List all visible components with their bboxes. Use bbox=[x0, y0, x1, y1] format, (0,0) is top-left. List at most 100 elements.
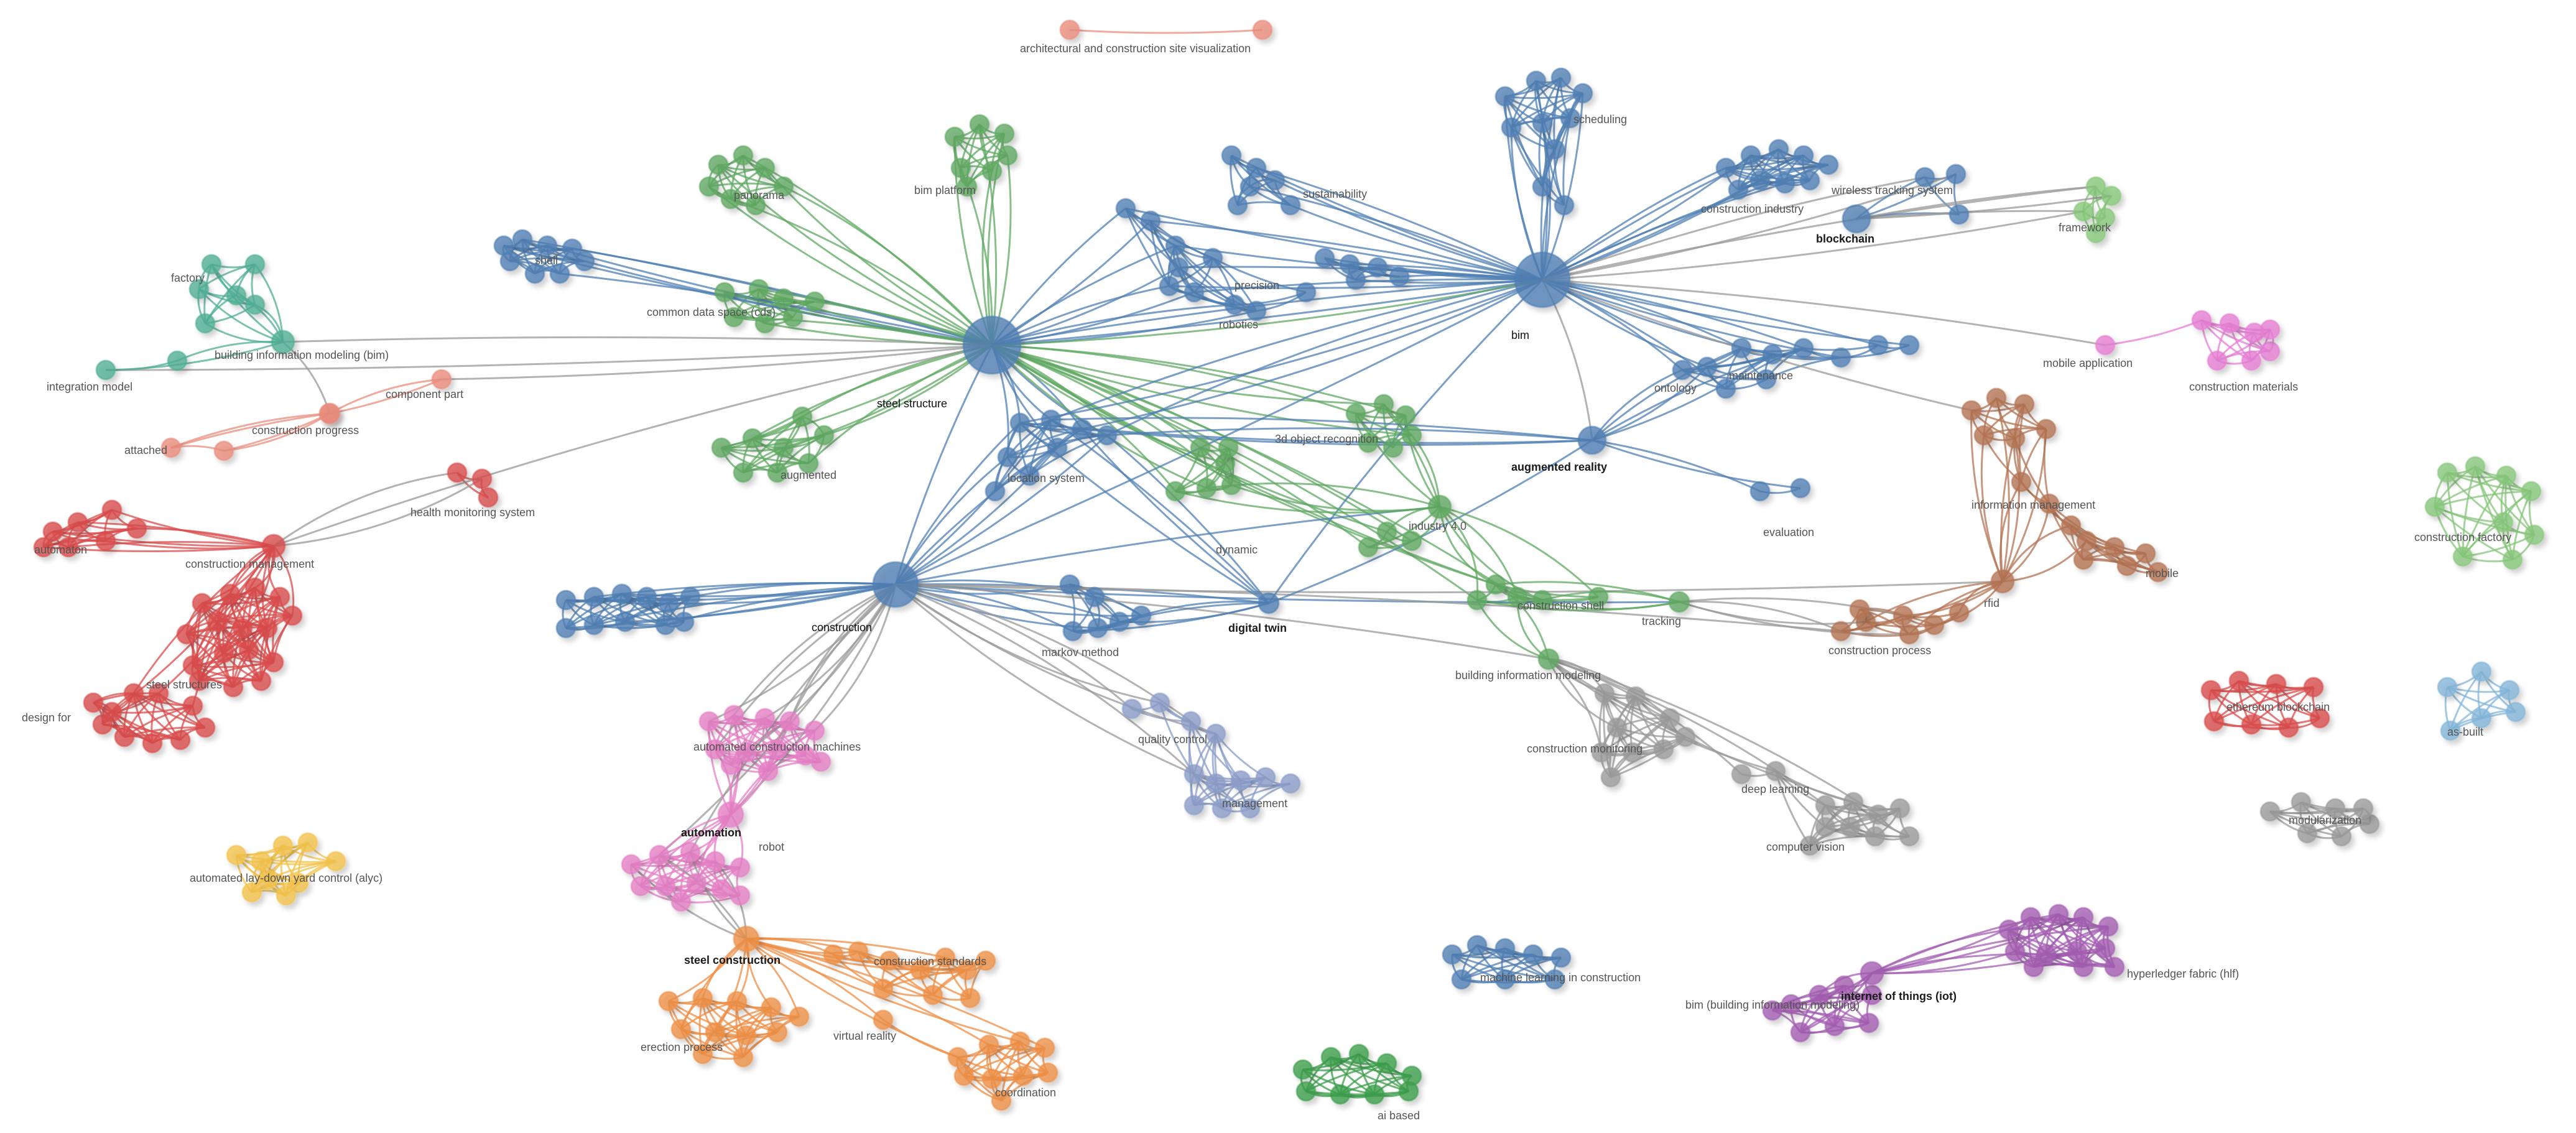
quality-node-10[interactable] bbox=[1239, 798, 1261, 819]
sustainability-node-1[interactable] bbox=[1246, 157, 1267, 178]
steel-structures-node-10[interactable] bbox=[238, 639, 259, 660]
augmented-node-7[interactable] bbox=[733, 462, 754, 483]
panorama-node-3[interactable] bbox=[773, 176, 794, 197]
augmented-node-2[interactable] bbox=[773, 437, 794, 458]
yard-node-8[interactable] bbox=[241, 882, 262, 903]
hyperledger-node-0[interactable] bbox=[1998, 919, 2019, 940]
as-built-node-0[interactable] bbox=[2437, 677, 2458, 698]
cons-blue-node-10[interactable] bbox=[674, 611, 695, 632]
steel-structures-node-4[interactable] bbox=[282, 605, 303, 626]
hub-node-bimf[interactable] bbox=[271, 330, 295, 354]
bim-building-node-0[interactable] bbox=[1781, 994, 1802, 1015]
viz-node-0[interactable] bbox=[1059, 19, 1080, 40]
blockchain-node-2[interactable] bbox=[1768, 139, 1789, 160]
blockchain-node-3[interactable] bbox=[1793, 145, 1814, 166]
virtual-reality-node-2[interactable] bbox=[978, 1034, 999, 1055]
steel-structures-node-3[interactable] bbox=[269, 586, 290, 608]
framework-node-3[interactable] bbox=[2095, 207, 2116, 228]
bim-building-node-1[interactable] bbox=[1809, 984, 1830, 1006]
yard-node-4[interactable] bbox=[325, 851, 346, 872]
cons-mgmt-node-2[interactable] bbox=[101, 499, 123, 520]
markov-node-1[interactable] bbox=[1087, 617, 1108, 639]
construction-factory-node-2[interactable] bbox=[2496, 465, 2517, 486]
design-for-node-6[interactable] bbox=[142, 733, 163, 754]
sustainability-node-3[interactable] bbox=[1239, 176, 1261, 197]
scheduling-node-4[interactable] bbox=[1560, 108, 1581, 129]
steel-structures-node-13[interactable] bbox=[223, 677, 244, 698]
panorama-node-5[interactable] bbox=[720, 188, 741, 210]
panorama-node-0[interactable] bbox=[708, 154, 729, 175]
ontology-node-3[interactable] bbox=[1762, 344, 1783, 365]
machine-learning-node-1[interactable] bbox=[1466, 935, 1488, 956]
robot-node-3[interactable] bbox=[705, 851, 726, 872]
ethereum-node-4[interactable] bbox=[2203, 711, 2225, 732]
bim-building-node-2[interactable] bbox=[1833, 975, 1855, 996]
design-for-node-3[interactable] bbox=[182, 695, 203, 716]
object-recognition-node-0[interactable] bbox=[1345, 403, 1366, 424]
construction-factory-node-7[interactable] bbox=[2502, 549, 2523, 570]
wireless-node-2[interactable] bbox=[1948, 204, 1970, 225]
erection-node-5[interactable] bbox=[670, 1019, 692, 1040]
hub-node-rfid[interactable] bbox=[1990, 569, 2015, 594]
steel-structures-node-15[interactable] bbox=[176, 624, 197, 645]
virtual-reality-node-6[interactable] bbox=[981, 1068, 1003, 1089]
scheduling-node-9[interactable] bbox=[1554, 195, 1575, 216]
shell-node-4[interactable] bbox=[574, 251, 595, 272]
health-node-2[interactable] bbox=[478, 487, 499, 508]
bim-building-node-6[interactable] bbox=[1858, 1012, 1879, 1034]
bim-platform-node-6[interactable] bbox=[957, 176, 978, 197]
auto-machines-node-2[interactable] bbox=[754, 708, 776, 729]
augmented-node-3[interactable] bbox=[798, 453, 819, 474]
monitoring-node-7[interactable] bbox=[1600, 767, 1621, 788]
precision-node-4[interactable] bbox=[1345, 269, 1366, 290]
blockchain-node-5[interactable] bbox=[1749, 170, 1771, 191]
ar-green-node-0[interactable] bbox=[1358, 537, 1379, 558]
cons-standards-node-8[interactable] bbox=[922, 984, 943, 1006]
ethereum-node-5[interactable] bbox=[2241, 714, 2262, 735]
cons-standards-node-9[interactable] bbox=[960, 987, 981, 1009]
ai-based-node-6[interactable] bbox=[1330, 1084, 1351, 1105]
cons-mgmt-node-5[interactable] bbox=[58, 537, 79, 558]
robot-node-9[interactable] bbox=[670, 891, 692, 912]
object-recognition-node-3[interactable] bbox=[1401, 425, 1422, 446]
cons-standards-node-2[interactable] bbox=[879, 950, 900, 971]
machine-learning-node-2[interactable] bbox=[1494, 938, 1516, 959]
virtual-reality-node-3[interactable] bbox=[1009, 1031, 1031, 1052]
monitoring-node-8[interactable] bbox=[1675, 726, 1696, 747]
hub-node-trk[interactable] bbox=[1668, 591, 1690, 613]
factory-node-2[interactable] bbox=[188, 279, 210, 300]
info-mgmt-node-6[interactable] bbox=[2011, 471, 2032, 493]
design-for-node-5[interactable] bbox=[170, 729, 191, 751]
integration-node-0[interactable] bbox=[95, 359, 116, 381]
modularization-node-4[interactable] bbox=[2297, 823, 2318, 844]
data-space-node-4[interactable] bbox=[754, 313, 776, 334]
hub-node-con[interactable] bbox=[872, 561, 919, 608]
quality-node-5[interactable] bbox=[1205, 773, 1226, 794]
info-mgmt-node-9[interactable] bbox=[2076, 530, 2097, 552]
yard-node-6[interactable] bbox=[288, 872, 309, 894]
design-for-node-2[interactable] bbox=[148, 683, 169, 704]
data-space-node-6[interactable] bbox=[782, 307, 804, 328]
ai-based-node-7[interactable] bbox=[1364, 1084, 1385, 1105]
deep-learning-node-1[interactable] bbox=[1765, 761, 1786, 782]
factory-node-5[interactable] bbox=[244, 294, 266, 315]
tracking-node-4[interactable] bbox=[1588, 586, 1609, 608]
framework-node-0[interactable] bbox=[2085, 176, 2106, 197]
deep-learning-node-8[interactable] bbox=[1799, 835, 1820, 856]
info-mgmt-node-13[interactable] bbox=[2147, 562, 2169, 583]
steel-structures-node-12[interactable] bbox=[251, 670, 272, 691]
mobile-app-node-1[interactable] bbox=[2191, 310, 2212, 331]
shell-node-3[interactable] bbox=[562, 238, 583, 259]
ai-based-node-0[interactable] bbox=[1292, 1059, 1313, 1080]
markov-node-0[interactable] bbox=[1062, 621, 1083, 642]
cons-standards-node-1[interactable] bbox=[848, 941, 869, 962]
hyperledger-node-4[interactable] bbox=[2098, 916, 2119, 937]
ai-based-node-3[interactable] bbox=[1376, 1053, 1397, 1074]
scheduling-node-8[interactable] bbox=[1532, 176, 1553, 197]
robotics-node-8[interactable] bbox=[1202, 247, 1223, 269]
steel-structures-node-7[interactable] bbox=[207, 611, 228, 632]
sustainability-node-5[interactable] bbox=[1227, 195, 1248, 216]
auto-machines-node-4[interactable] bbox=[804, 720, 825, 741]
scheduling-node-0[interactable] bbox=[1494, 86, 1516, 107]
ai-based-node-2[interactable] bbox=[1348, 1043, 1369, 1065]
